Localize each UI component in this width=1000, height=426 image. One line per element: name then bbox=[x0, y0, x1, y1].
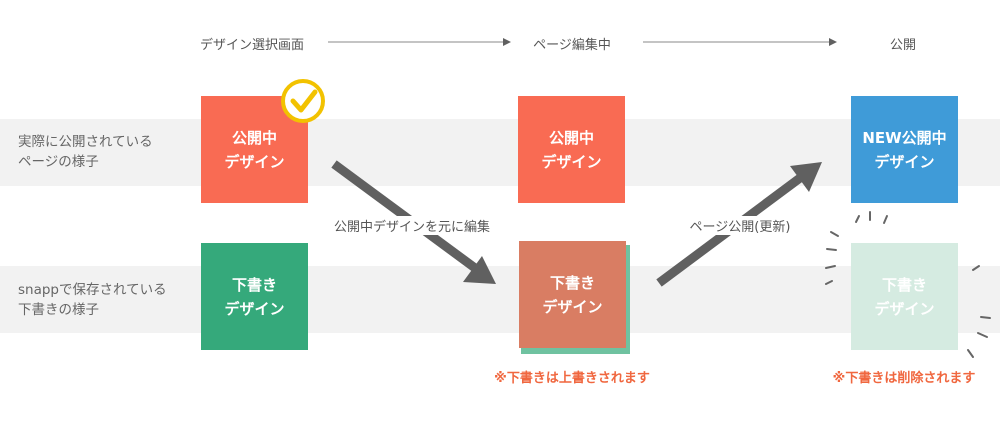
step-publish: 公開 bbox=[889, 38, 917, 53]
card-title: 下書き bbox=[881, 275, 927, 294]
card-title: 下書き bbox=[549, 273, 595, 292]
overwritten-draft-card: 下書き デザイン bbox=[519, 241, 626, 348]
published-design-card-2: 公開中 デザイン bbox=[518, 96, 625, 203]
new-published-design-card: NEW公開中 デザイン bbox=[851, 96, 958, 203]
card-subtitle: デザイン bbox=[541, 152, 602, 171]
card-subtitle: デザイン bbox=[224, 152, 285, 171]
card-subtitle: デザイン bbox=[874, 299, 935, 318]
card-title: NEW公開中 bbox=[862, 128, 947, 147]
card-subtitle: デザイン bbox=[224, 299, 285, 318]
draft-design-card-1: 下書き デザイン bbox=[201, 243, 308, 350]
published-design-card-1: 公開中 デザイン bbox=[201, 96, 308, 203]
card-title: 公開中 bbox=[231, 128, 277, 147]
published-row-band bbox=[0, 119, 1000, 186]
card-subtitle: デザイン bbox=[874, 152, 935, 171]
step-page-editing: ページ編集中 bbox=[533, 38, 611, 53]
deleted-note: ※下書きは削除されます bbox=[832, 371, 976, 386]
edit-arrow-label: 公開中デザインを元に編集 bbox=[331, 216, 493, 235]
publish-arrow-label: ページ公開(更新) bbox=[687, 216, 793, 235]
draft-row-band bbox=[0, 266, 1000, 333]
row-label-draft: snappで保存されている 下書きの様子 bbox=[18, 282, 167, 318]
card-title: 公開中 bbox=[548, 128, 594, 147]
step-design-select: デザイン選択画面 bbox=[199, 38, 305, 53]
row-label-published: 実際に公開されている ページの様子 bbox=[18, 134, 153, 170]
overwrite-note: ※下書きは上書きされます bbox=[494, 371, 650, 386]
card-subtitle: デザイン bbox=[542, 297, 603, 316]
card-title: 下書き bbox=[231, 275, 277, 294]
deleted-draft-card: 下書き デザイン bbox=[851, 243, 958, 350]
